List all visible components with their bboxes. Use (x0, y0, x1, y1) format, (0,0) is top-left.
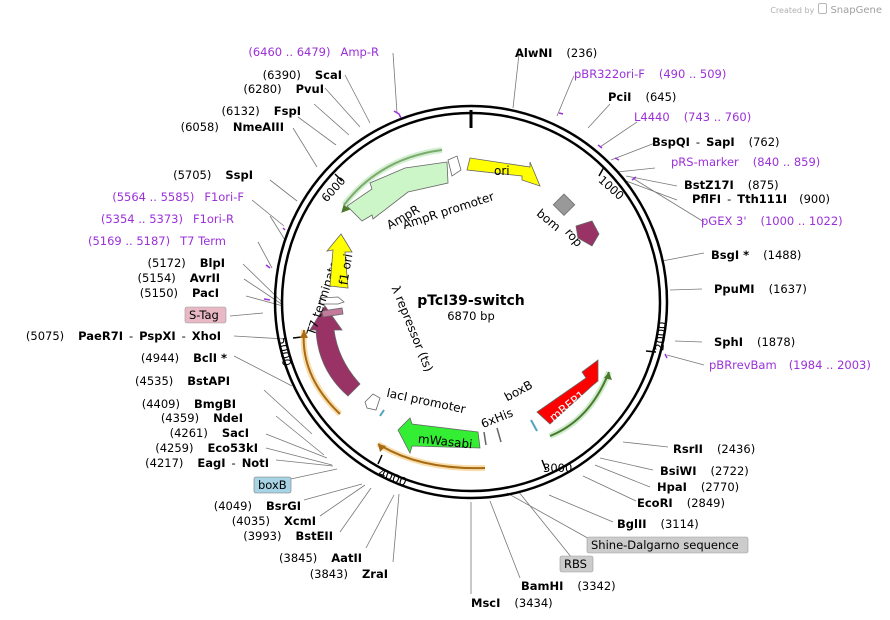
repressor-translation-arrowhead (300, 330, 308, 338)
scale-ticks (292, 166, 657, 471)
site-PciI[interactable]: PciI(645) (608, 90, 676, 104)
rbs-box-label: RBS (564, 557, 587, 571)
site-BspQI[interactable]: BspQI-SapI(762) (652, 135, 780, 149)
credit-text: Created by (770, 6, 815, 15)
credit-brand: SnapGene (830, 5, 882, 16)
shine-dalgarno-box[interactable] (586, 536, 749, 554)
primer-T7-Term[interactable]: (5169 .. 5187)T7 Term (88, 234, 226, 248)
ampR-promoter-feature[interactable] (447, 155, 462, 177)
primer-L4440[interactable]: L4440(743 .. 760) (634, 110, 751, 124)
stag-marker (321, 307, 344, 318)
site-MscI[interactable]: MscI(3434) (471, 596, 553, 610)
rbs-box[interactable] (559, 555, 594, 573)
boxB-box-label: boxB (258, 478, 287, 492)
site-BsiWI[interactable]: BsiWI(2722) (660, 464, 749, 478)
primer-pGEX3[interactable]: pGEX 3'(1000 .. 1022) (701, 214, 843, 228)
site-NmeAIII[interactable]: (6058)NmeAIII (181, 120, 284, 134)
primer-F1ori-F[interactable]: (5564 .. 5585)F1ori-F (112, 190, 244, 204)
site-BlpI[interactable]: (5172)BlpI (148, 256, 225, 270)
rop-feature[interactable] (575, 220, 600, 247)
boxB-left-marker (379, 409, 385, 417)
stag-box[interactable] (184, 306, 227, 324)
primer-pRS-marker[interactable]: pRS-marker(840 .. 859) (671, 155, 820, 169)
site-BstEII[interactable]: (3993)BstEII (243, 529, 333, 543)
primer-markers (263, 110, 668, 359)
mRFP1-translation (549, 371, 610, 437)
ampR-translation-arrowhead (341, 204, 351, 213)
tick-3000: 3000 (543, 461, 572, 475)
site-BstAPI[interactable]: (4535)BstAPI (135, 374, 230, 388)
stag-box-label: S-Tag (189, 308, 219, 322)
repressor-translation (302, 329, 341, 415)
tick-4000: 4000 (376, 465, 408, 489)
repressor-feature[interactable] (309, 305, 361, 397)
mWasabi-translation (377, 443, 486, 470)
tick-6000: 6000 (318, 174, 348, 205)
tick-5000: 5000 (275, 336, 294, 367)
backbone-outer (273, 104, 669, 500)
site-AatII[interactable]: (3845)AatII (279, 551, 362, 565)
laci-promoter-label: lacI promoter (385, 386, 467, 416)
six-his-marker (483, 427, 502, 446)
mRFP1-feature[interactable] (536, 359, 599, 425)
site-AlwNI[interactable]: AlwNI(236) (515, 46, 597, 60)
t7-terminator-feature[interactable] (319, 296, 345, 305)
six-his-label: 6xHis (479, 406, 515, 431)
site-BstZ17I[interactable]: BstZ17I(875) (684, 178, 779, 192)
mWasabi-label: mWasabi (417, 432, 473, 452)
site-PflFI[interactable]: PflFI-Tth111I(900) (692, 192, 830, 206)
ampR-feature[interactable] (346, 161, 449, 222)
leader-lines (229, 52, 705, 594)
f1-ori-feature[interactable] (326, 233, 353, 289)
shine-dalgarno-label: Shine-Dalgarno sequence (591, 538, 739, 552)
site-BamHI[interactable]: BamHI(3342) (521, 579, 616, 593)
site-PaeR7I[interactable]: (5075)PaeR7I-PspXI-XhoI (26, 329, 221, 343)
mWasabi-translation-arrowhead (378, 444, 386, 452)
primer-pBRrevBam[interactable]: pBRrevBam(1984 .. 2003) (709, 358, 871, 372)
ori-feature[interactable] (466, 157, 541, 187)
ori-label: ori (494, 164, 510, 178)
site-BsgI[interactable]: BsgI *(1488) (711, 248, 801, 262)
ampR-translation-glow (341, 147, 443, 207)
site-BsrGI[interactable]: (4049)BsrGI (214, 499, 301, 513)
primer-ampR[interactable]: (6460 .. 6479)Amp-R (248, 45, 379, 59)
primer-F1ori-R[interactable]: (5354 .. 5373)F1ori-R (101, 212, 234, 226)
site-FspI[interactable]: (6132)FspI (222, 104, 301, 118)
snapgene-credit: Created by SnapGene (770, 3, 882, 16)
site-ScaI[interactable]: (6390)ScaI (263, 68, 342, 82)
site-RsrII[interactable]: RsrII(2436) (673, 442, 755, 456)
snapgene-logo-icon (817, 3, 827, 14)
site-HpaI[interactable]: HpaI(2770) (657, 480, 739, 494)
boxB-marker (530, 419, 538, 432)
site-EagI[interactable]: (4217)EagI-NotI (145, 456, 269, 470)
f1-ori-label: f1 ori (336, 253, 355, 286)
site-BclI[interactable]: (4944)BclI * (141, 351, 227, 365)
site-SphI[interactable]: SphI(1878) (714, 335, 795, 349)
boxB-box[interactable] (253, 476, 292, 494)
site-AvrII[interactable]: (5154)AvrII (138, 271, 220, 285)
mRFP1-translation-arrowhead (604, 372, 612, 380)
laci-promoter-feature[interactable] (364, 393, 381, 411)
site-BmgBI[interactable]: (4409)BmgBI (142, 397, 236, 411)
site-PacI[interactable]: (5150)PacI (140, 286, 219, 300)
plasmid-length: 6870 bp (447, 309, 495, 323)
site-Eco53kI[interactable]: (4259)Eco53kI (155, 441, 258, 455)
site-BglII[interactable]: BglII(3114) (617, 517, 699, 531)
site-ZraI[interactable]: (3843)ZraI (310, 567, 388, 581)
primer-pBR322ori-F[interactable]: pBR322ori-F(490 .. 509) (574, 67, 726, 81)
site-EcoRI[interactable]: EcoRI(2849) (637, 496, 725, 510)
plasmid-name: pTcI39-switch (417, 293, 525, 309)
site-SspI[interactable]: (5705)SspI (173, 168, 253, 182)
mWasabi-feature[interactable] (397, 417, 481, 455)
tick-2000: 2000 (652, 321, 669, 352)
site-XcmI[interactable]: (4035)XcmI (232, 514, 316, 528)
boxB-feature-label: boxB (502, 378, 535, 404)
site-PvuI[interactable]: (6280)PvuI (243, 82, 324, 96)
site-PpuMI[interactable]: PpuMI(1637) (714, 282, 807, 296)
site-SacI[interactable]: (4261)SacI (170, 426, 249, 440)
bom-feature[interactable] (552, 193, 576, 217)
site-NdeI[interactable]: (4359)NdeI (161, 411, 243, 425)
